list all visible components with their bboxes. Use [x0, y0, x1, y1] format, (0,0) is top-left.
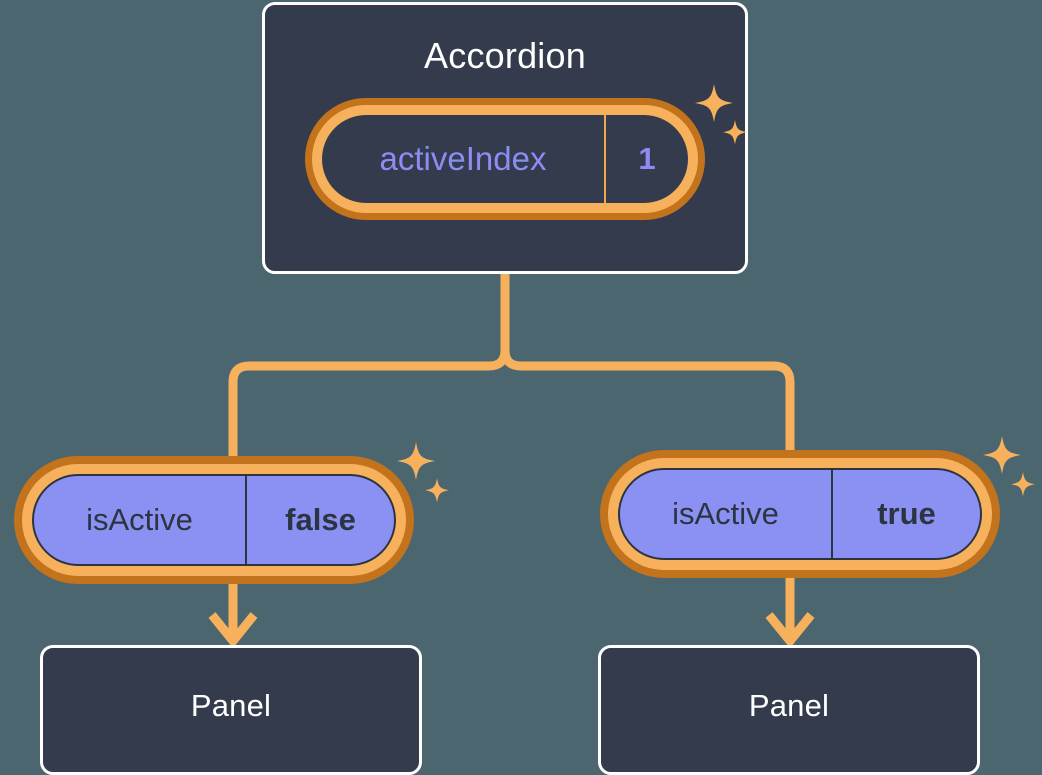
pill-face: isActive false: [32, 474, 396, 566]
state-pill-is-active-left[interactable]: isActive false: [14, 456, 414, 584]
pill-face: isActive true: [618, 468, 982, 560]
connector-split-to-left-pill: [228, 349, 510, 462]
sparkle-star-large: [397, 442, 435, 480]
panel-title: Panel: [190, 688, 272, 723]
pill-face: activeIndex 1: [322, 115, 688, 203]
state-pill-active-index[interactable]: activeIndex 1: [305, 98, 705, 220]
state-pill-value: false: [245, 476, 394, 564]
panel-component-right[interactable]: Panel: [598, 645, 980, 775]
panel-title: Panel: [748, 688, 830, 723]
state-pill-key: activeIndex: [379, 140, 547, 177]
sparkle-star-small: [1011, 472, 1035, 497]
state-pill-value: true: [831, 470, 980, 558]
sparkle-star-large: [983, 436, 1021, 474]
connector-split-to-right-pill: [500, 349, 795, 456]
sparkle-star-small: [425, 478, 449, 503]
connector-left-pill-to-panel-arrowhead: [208, 612, 258, 649]
connector-right-pill-to-panel-arrowhead: [765, 612, 815, 649]
state-pill-key: isActive: [672, 496, 779, 531]
accordion-title: Accordion: [424, 35, 586, 76]
state-pill-value: 1: [604, 115, 688, 203]
panel-component-left[interactable]: Panel: [40, 645, 422, 775]
state-pill-is-active-right[interactable]: isActive true: [600, 450, 1000, 578]
state-pill-key: isActive: [86, 502, 193, 537]
